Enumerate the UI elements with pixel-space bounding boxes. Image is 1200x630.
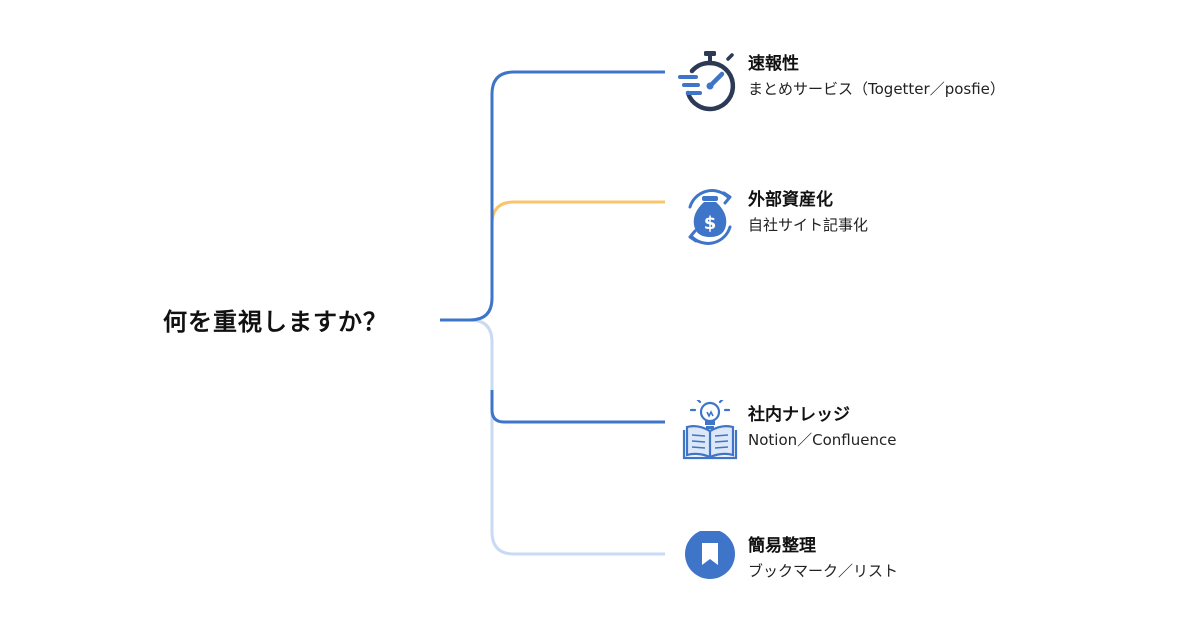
option-title: 簡易整理 bbox=[748, 536, 816, 556]
stopwatch-icon bbox=[678, 49, 742, 113]
option-asset: $ 外部資産化 自社サイト記事化 bbox=[678, 185, 1118, 255]
svg-text:$: $ bbox=[704, 213, 717, 234]
branch-line-knowledge bbox=[490, 390, 665, 424]
option-speed: 速報性 まとめサービス（Togetter／posfie） bbox=[678, 49, 1118, 119]
option-title: 外部資産化 bbox=[748, 190, 833, 210]
option-subtitle: 自社サイト記事化 bbox=[748, 216, 869, 234]
option-subtitle: ブックマーク／リスト bbox=[748, 562, 899, 580]
branch-line-simple bbox=[440, 318, 665, 556]
money-bag-cycle-icon: $ bbox=[678, 185, 742, 249]
option-simple: 簡易整理 ブックマーク／リスト bbox=[678, 531, 1118, 601]
lightbulb-book-icon bbox=[678, 400, 742, 464]
question-title: 何を重視しますか？ bbox=[163, 308, 388, 336]
option-knowledge: 社内ナレッジ Notion／Confluence bbox=[678, 400, 1118, 470]
option-title: 速報性 bbox=[748, 54, 799, 74]
option-title: 社内ナレッジ bbox=[748, 405, 850, 425]
bookmark-icon bbox=[678, 531, 742, 595]
option-subtitle: まとめサービス（Togetter／posfie） bbox=[748, 80, 1005, 98]
branch-line-speed bbox=[440, 70, 665, 322]
branch-line-asset bbox=[490, 200, 665, 238]
option-subtitle: Notion／Confluence bbox=[748, 431, 897, 449]
